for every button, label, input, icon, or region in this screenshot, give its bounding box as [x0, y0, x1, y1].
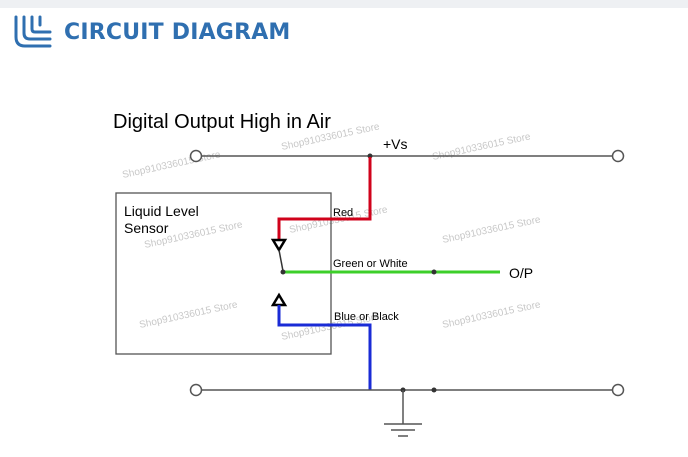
watermark: Shop910336015 Store [121, 149, 222, 181]
circuit-chip-icon [14, 15, 52, 48]
diagram-title: Digital Output High in Air [113, 111, 331, 133]
supply-label: +Vs [383, 136, 408, 152]
switch-contact-top [270, 238, 288, 253]
junction-dot [431, 387, 437, 393]
blue-wire [277, 305, 372, 390]
switch-arm [278, 249, 284, 272]
ground-symbol-icon [384, 390, 422, 437]
blue-wire-label: Blue or Black [334, 311, 399, 323]
page-header: CIRCUIT DIAGRAM [10, 10, 291, 54]
watermark: Shop910336015 Store [441, 214, 542, 246]
top-bar [0, 0, 688, 8]
switch-pivot [280, 269, 286, 275]
terminal-top-left [189, 149, 203, 163]
terminal-top-right [611, 149, 625, 163]
green-wire-label: Green or White [333, 258, 408, 270]
watermark: Shop910336015 Store [441, 299, 542, 331]
red-wire-label: Red [333, 207, 353, 219]
watermark: Shop910336015 Store [138, 299, 239, 331]
switch-contact-bottom [270, 292, 288, 307]
terminal-bottom-right [611, 383, 625, 397]
junction-dot [431, 269, 437, 275]
sensor-label-line2: Sensor [124, 220, 169, 236]
red-wire [277, 157, 372, 240]
output-label: O/P [509, 265, 533, 281]
terminal-bottom-left [189, 383, 203, 397]
sensor-label-line1: Liquid Level [124, 203, 199, 219]
watermark: Shop910336015 Store [431, 131, 532, 163]
page-title: CIRCUIT DIAGRAM [64, 19, 291, 45]
